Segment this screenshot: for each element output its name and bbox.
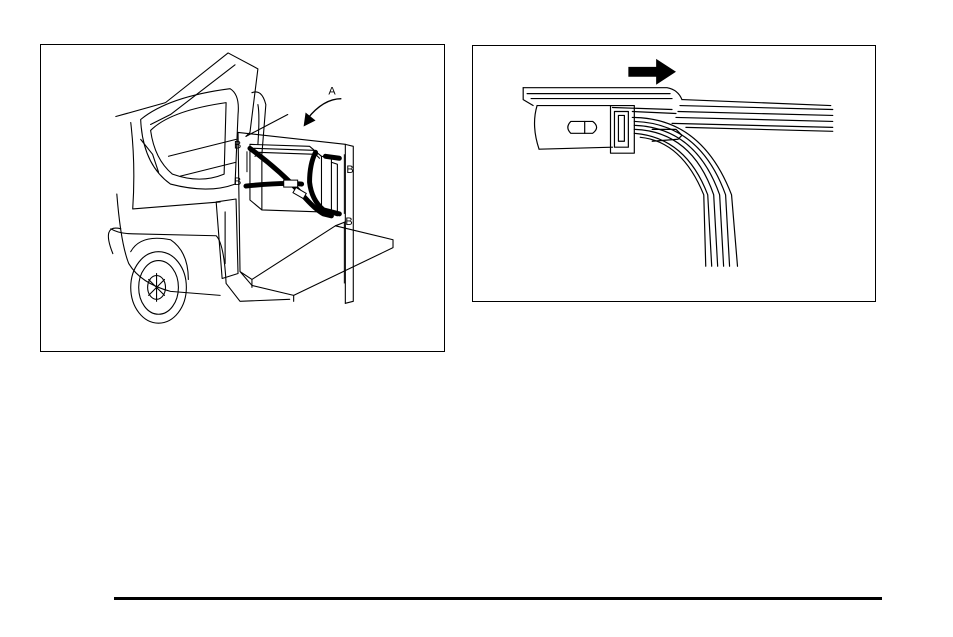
strap-buckle-illustration: [472, 45, 876, 302]
callout-b-right-upper: B: [346, 164, 353, 176]
strap-buckle-drawing: [473, 46, 875, 301]
callout-a: A: [328, 86, 336, 98]
callout-b-right-lower: B: [345, 216, 352, 228]
callout-b-left-lower: B: [234, 176, 241, 188]
page-footer-rule: [114, 597, 882, 600]
arrow-right-icon: [628, 59, 676, 85]
truck-bed-drawing: A B B B B: [41, 45, 444, 351]
truck-bed-illustration: A B B B B: [40, 44, 445, 352]
callout-b-left-upper: B: [234, 139, 241, 151]
